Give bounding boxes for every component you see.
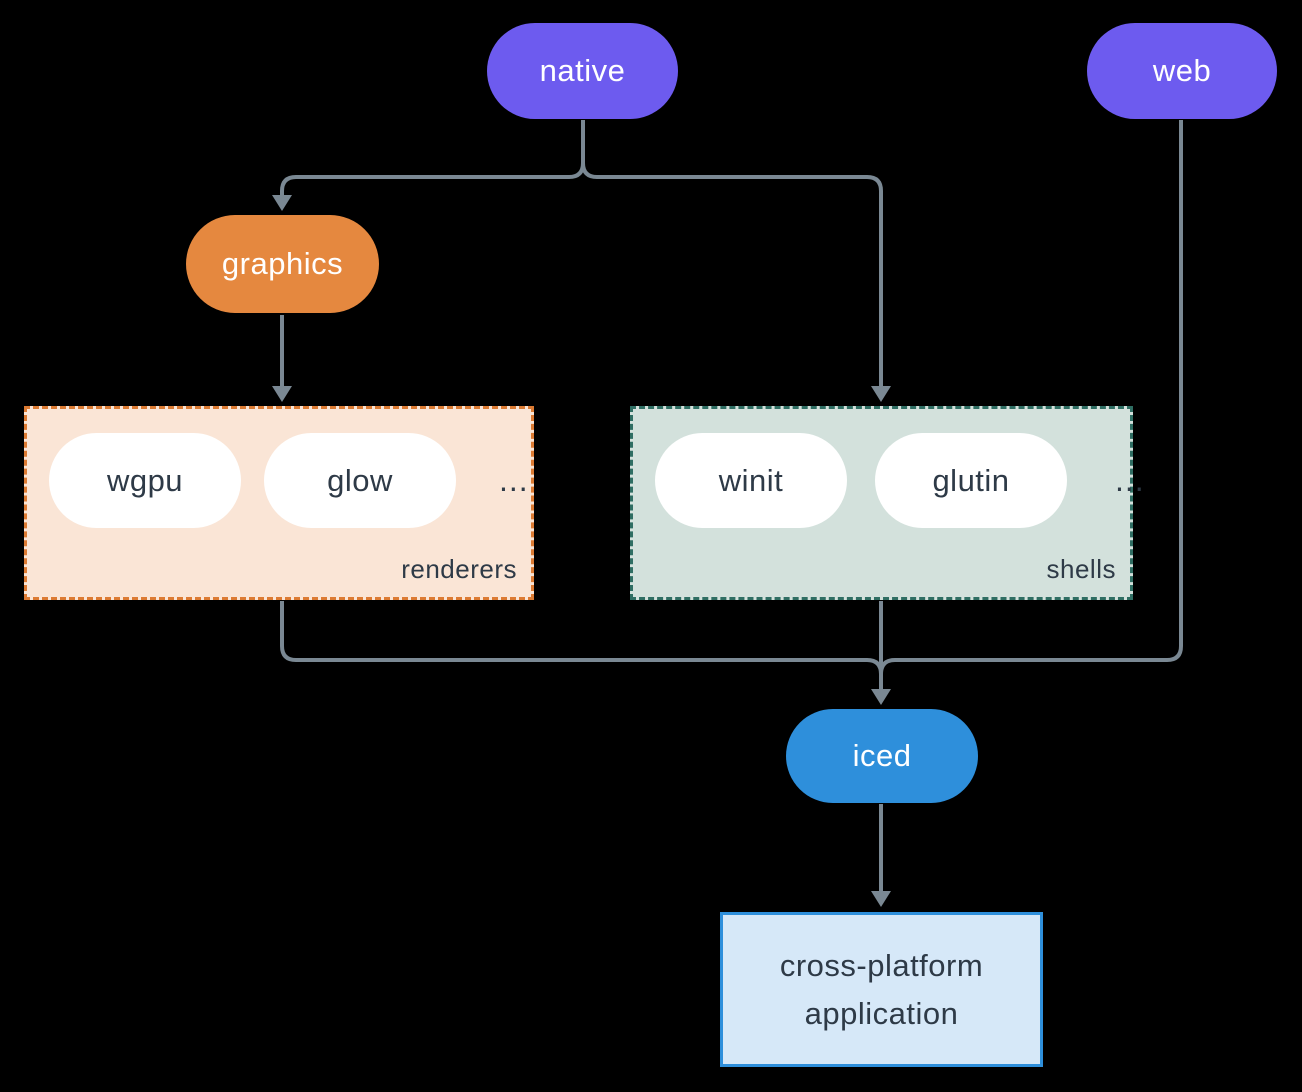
- arrowhead-iced: [871, 689, 891, 705]
- node-wgpu-label: wgpu: [106, 462, 184, 498]
- renderers-pill-row: wgpu glow ...: [49, 433, 531, 528]
- application-label: cross-platform application: [779, 947, 984, 1031]
- node-native: native: [487, 23, 678, 119]
- group-renderers: wgpu glow ... renderers: [24, 406, 534, 600]
- node-glow-label: glow: [327, 462, 393, 498]
- shells-pill-row: winit glutin ...: [655, 433, 1144, 528]
- node-winit-label: winit: [718, 462, 784, 498]
- node-graphics-label: graphics: [221, 246, 344, 281]
- connector-renderers-iced: [280, 601, 883, 675]
- arrowhead-application: [871, 891, 891, 907]
- group-shells: winit glutin ... shells: [630, 406, 1144, 600]
- connector-native-shells: [581, 120, 883, 389]
- node-native-label: native: [539, 53, 626, 88]
- node-iced: iced: [786, 709, 978, 803]
- node-glow: glow: [264, 433, 456, 528]
- arrowhead-graphics: [272, 195, 292, 211]
- renderers-group-label: renderers: [401, 554, 517, 584]
- node-graphics: graphics: [186, 215, 379, 313]
- shells-ellipsis: ...: [1115, 462, 1145, 498]
- renderers-ellipsis: ...: [499, 462, 529, 498]
- node-wgpu: wgpu: [49, 433, 241, 528]
- node-web-label: web: [1152, 53, 1212, 88]
- shells-group-label: shells: [1046, 554, 1116, 584]
- connector-native-graphics: [280, 120, 585, 198]
- node-winit: winit: [655, 433, 847, 528]
- node-glutin: glutin: [875, 433, 1067, 528]
- node-glutin-label: glutin: [932, 462, 1010, 498]
- node-iced-label: iced: [852, 738, 912, 773]
- node-web: web: [1087, 23, 1277, 119]
- node-cross-platform-application: cross-platform application: [720, 912, 1043, 1067]
- arrowhead-shells: [871, 386, 891, 402]
- arrowhead-renderers: [272, 386, 292, 402]
